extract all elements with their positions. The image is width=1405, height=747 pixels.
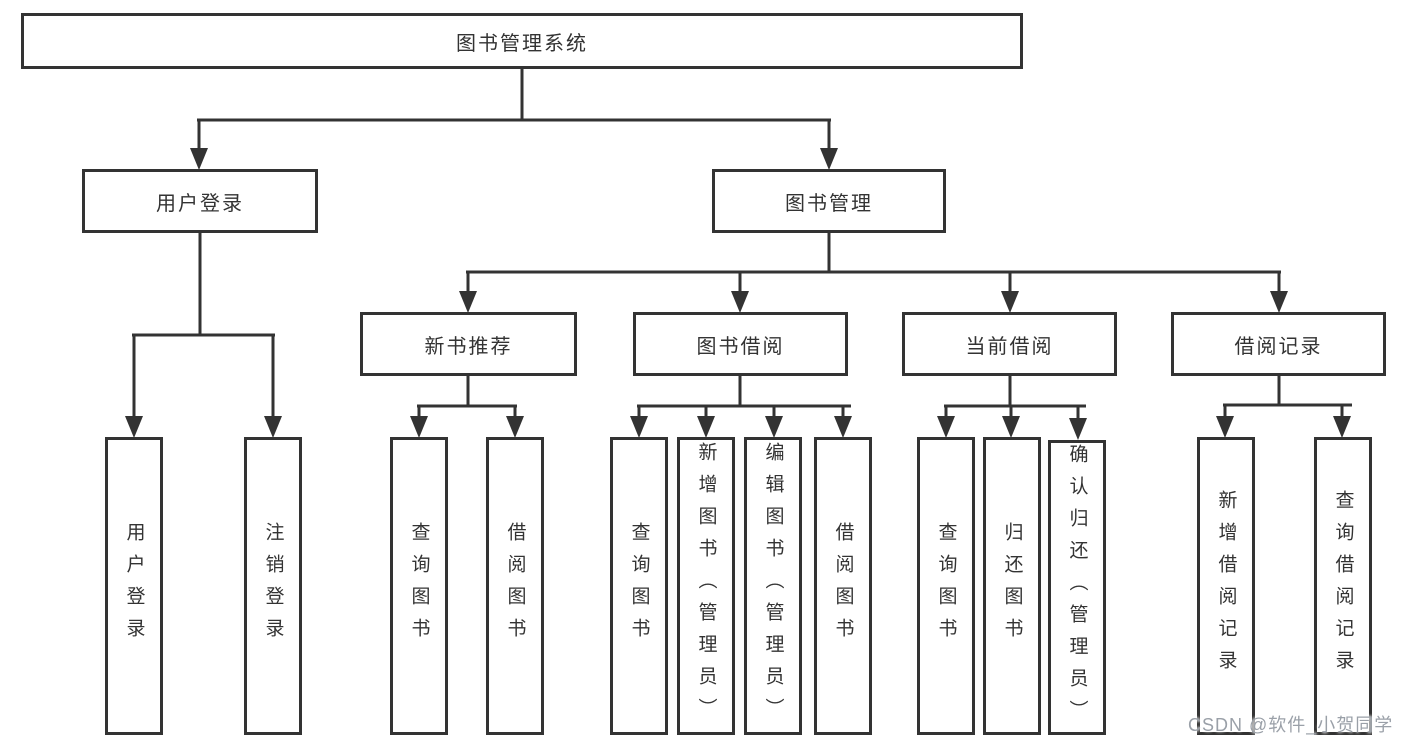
node-user-login: 用户登录 <box>82 169 318 233</box>
leaf-label: 查询图书 <box>935 522 957 650</box>
leaf-newbooks-query-books: 查询图书 <box>390 437 448 735</box>
leaf-borrow-borrow-books: 借阅图书 <box>814 437 872 735</box>
leaf-label: 编辑图书（管理员） <box>762 442 784 730</box>
leaf-current-query-books: 查询图书 <box>917 437 975 735</box>
node-label: 借阅记录 <box>1234 335 1323 358</box>
node-root-system: 图书管理系统 <box>21 13 1023 69</box>
leaf-current-return-books: 归还图书 <box>983 437 1041 735</box>
leaf-borrow-edit-books-admin: 编辑图书（管理员） <box>744 437 802 735</box>
node-label: 图书借阅 <box>696 335 785 358</box>
leaf-label: 借阅图书 <box>832 522 854 650</box>
node-label: 新书推荐 <box>424 335 513 358</box>
node-label: 当前借阅 <box>965 335 1054 358</box>
node-borrowing-records: 借阅记录 <box>1171 312 1386 376</box>
connector-root-to-level2 <box>190 69 838 170</box>
connector-bookmgmt-to-level3 <box>459 232 1288 313</box>
leaf-label: 确认归还（管理员） <box>1066 443 1088 732</box>
leaf-records-query-record: 查询借阅记录 <box>1314 437 1372 735</box>
leaf-borrow-add-books-admin: 新增图书（管理员） <box>677 437 735 735</box>
connector-records-to-leaves <box>1216 376 1352 438</box>
leaf-label: 归还图书 <box>1001 522 1023 650</box>
leaf-label: 查询图书 <box>628 522 650 650</box>
leaf-user-login: 用户登录 <box>105 437 163 735</box>
leaf-label: 借阅图书 <box>504 522 526 650</box>
node-book-borrowing: 图书借阅 <box>633 312 848 376</box>
node-label: 图书管理 <box>785 192 873 215</box>
node-book-management: 图书管理 <box>712 169 946 233</box>
leaf-newbooks-borrow-books: 借阅图书 <box>486 437 544 735</box>
csdn-watermark: CSDN @软件_小贺同学 <box>1188 715 1394 735</box>
leaf-label: 新增图书（管理员） <box>695 442 717 730</box>
leaf-label: 查询图书 <box>408 522 430 650</box>
connector-borrow-to-leaves <box>630 376 852 438</box>
connector-newbooks-to-leaves <box>410 376 524 438</box>
leaf-label: 用户登录 <box>123 522 145 650</box>
node-new-book-recommendation: 新书推荐 <box>360 312 577 376</box>
leaf-label: 查询借阅记录 <box>1332 490 1354 682</box>
leaf-borrow-query-books: 查询图书 <box>610 437 668 735</box>
connector-userlogin-to-leaves <box>125 232 282 438</box>
node-current-borrowing: 当前借阅 <box>902 312 1117 376</box>
leaf-label: 新增借阅记录 <box>1215 490 1237 682</box>
leaf-current-confirm-return-admin: 确认归还（管理员） <box>1048 440 1106 735</box>
node-label: 图书管理系统 <box>456 32 588 55</box>
leaf-logout: 注销登录 <box>244 437 302 735</box>
node-label: 用户登录 <box>156 192 244 215</box>
leaf-records-add-record: 新增借阅记录 <box>1197 437 1255 735</box>
connector-current-to-leaves <box>937 376 1087 440</box>
leaf-label: 注销登录 <box>262 522 284 650</box>
